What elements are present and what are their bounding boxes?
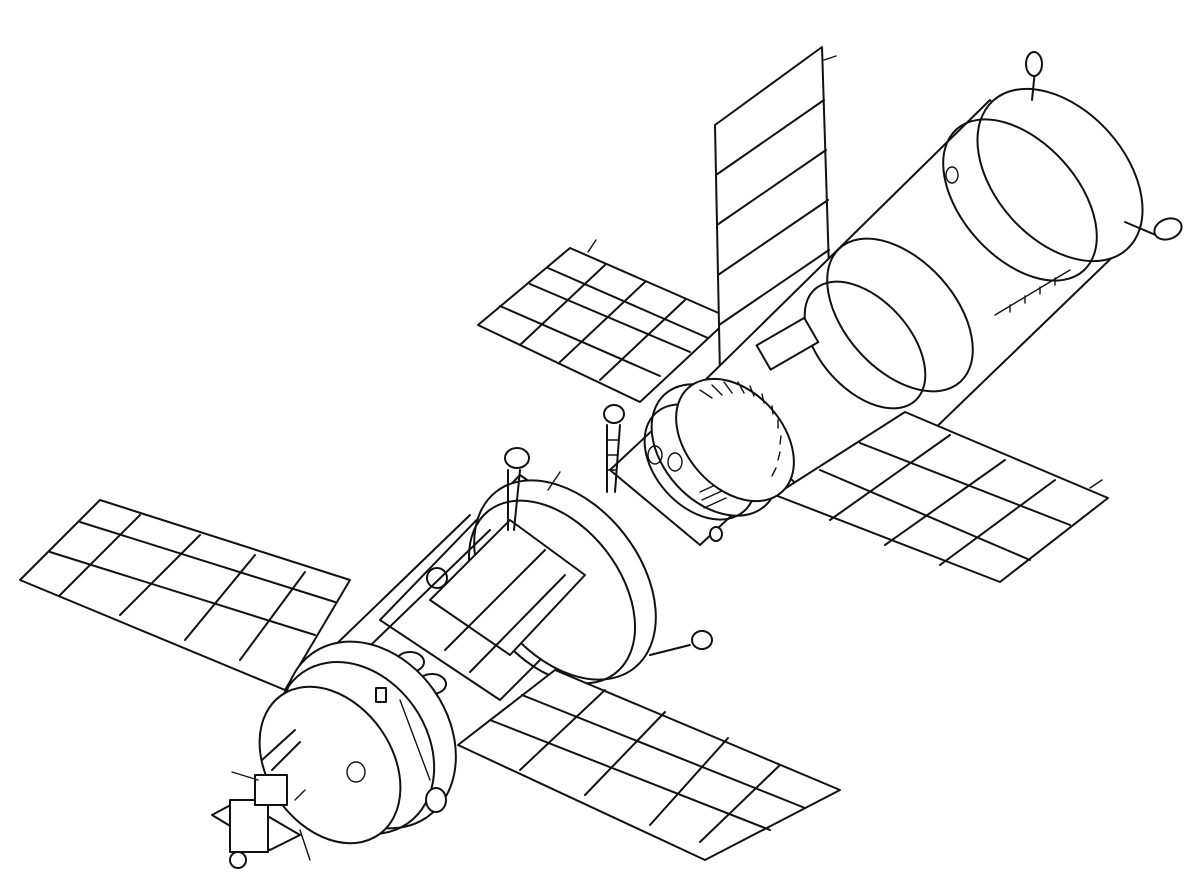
forward-body — [324, 474, 657, 701]
aft-module — [689, 87, 1144, 521]
antenna-aft-top — [1025, 51, 1043, 101]
antenna-mid-lower — [649, 630, 713, 656]
docking-module — [211, 729, 311, 869]
antenna-aft-right — [1124, 217, 1183, 241]
mast-antenna-1 — [504, 447, 561, 531]
mast-antenna-2 — [603, 404, 625, 493]
solar-panel-lower-right — [774, 411, 1109, 583]
nose-section — [258, 640, 457, 845]
solar-panel-lower-right-forward — [457, 669, 841, 861]
solar-panel-upper-left — [477, 239, 731, 403]
ribbed-ring — [675, 377, 795, 503]
solar-panel-lower-left — [19, 499, 351, 691]
